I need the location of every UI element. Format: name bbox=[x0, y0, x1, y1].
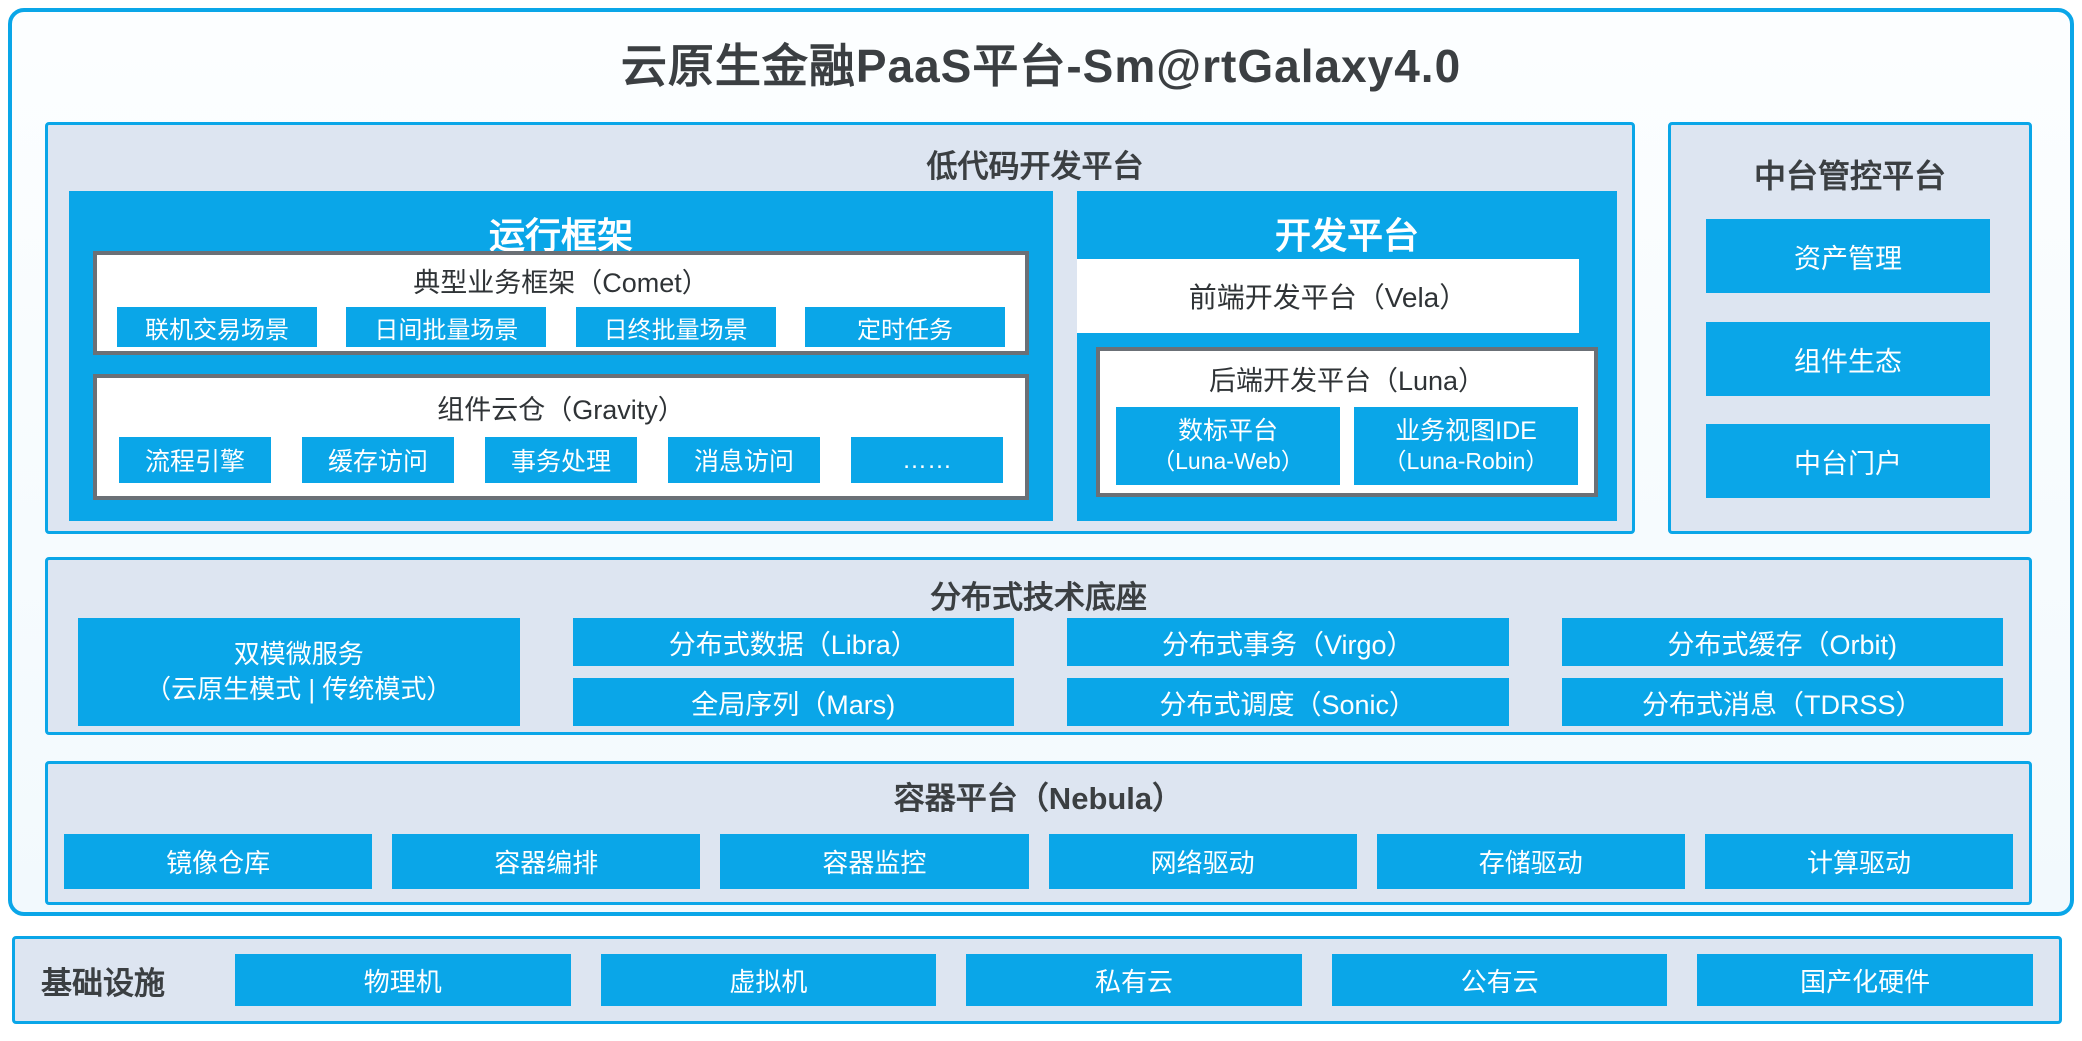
gravity-item: 事务处理 bbox=[485, 437, 637, 483]
comet-item: 联机交易场景 bbox=[117, 307, 317, 347]
container-item: 网络驱动 bbox=[1048, 834, 1357, 889]
lowcode-title: 低代码开发平台 bbox=[926, 149, 1144, 184]
dist-item: 分布式数据（Libra） bbox=[572, 618, 1014, 666]
infrastructure-label: 基础设施 bbox=[41, 965, 165, 1001]
dist-item: 分布式消息（TDRSS） bbox=[1561, 678, 2003, 726]
section-container-platform: 容器平台（Nebula） 镜像仓库 容器编排 容器监控 网络驱动 存储驱动 计算… bbox=[45, 761, 2032, 905]
luna-item-name: 业务视图IDE bbox=[1395, 416, 1537, 445]
runtime-framework-title: 运行框架 bbox=[488, 215, 633, 256]
infra-item: 公有云 bbox=[1331, 954, 1668, 1006]
gravity-item: …… bbox=[851, 437, 1003, 483]
vela-box: 前端开发平台（Vela） bbox=[1077, 259, 1579, 333]
container-item: 容器监控 bbox=[720, 834, 1029, 889]
gravity-item: 消息访问 bbox=[668, 437, 820, 483]
infra-item: 私有云 bbox=[966, 954, 1302, 1006]
section-lowcode-platform: 低代码开发平台 运行框架 典型业务框架（Comet） 联机交易场景 日间批量场景… bbox=[45, 122, 1635, 534]
section-midplatform: 中台管控平台 资产管理 组件生态 中台门户 bbox=[1668, 122, 2032, 534]
gravity-items-row: 流程引擎 缓存访问 事务处理 消息访问 …… bbox=[97, 437, 1025, 483]
luna-item-name: 数标平台 bbox=[1177, 416, 1278, 445]
main-title: 云原生金融PaaS平台-Sm@rtGalaxy4.0 bbox=[620, 40, 1462, 92]
gravity-item: 流程引擎 bbox=[119, 437, 271, 483]
luna-item: 数标平台 （Luna-Web） bbox=[1116, 407, 1340, 485]
luna-items-row: 数标平台 （Luna-Web） 业务视图IDE （Luna-Robin） bbox=[1100, 407, 1594, 485]
dev-platform-title: 开发平台 bbox=[1274, 215, 1419, 256]
dist-item: 全局序列（Mars) bbox=[572, 678, 1014, 726]
container-item: 镜像仓库 bbox=[64, 834, 373, 889]
midplatform-item: 中台门户 bbox=[1706, 424, 1990, 498]
section-infrastructure: 基础设施 物理机 虚拟机 私有云 公有云 国产化硬件 bbox=[12, 936, 2062, 1024]
gravity-box: 组件云仓（Gravity） 流程引擎 缓存访问 事务处理 消息访问 …… bbox=[93, 374, 1029, 500]
infrastructure-items-row: 物理机 虚拟机 私有云 公有云 国产化硬件 bbox=[235, 954, 2033, 1006]
comet-item: 定时任务 bbox=[804, 307, 1005, 347]
dist-item: 分布式缓存（Orbit) bbox=[1561, 618, 2003, 666]
comet-item: 日终批量场景 bbox=[575, 307, 776, 347]
gravity-title: 组件云仓（Gravity） bbox=[437, 395, 685, 425]
dist-item: 分布式事务（Virgo） bbox=[1067, 618, 1509, 666]
dist-item: 分布式调度（Sonic） bbox=[1067, 678, 1509, 726]
luna-item-code: （Luna-Web） bbox=[1152, 448, 1304, 475]
infra-item: 物理机 bbox=[235, 954, 571, 1006]
distributed-grid: 双模微服务 （云原生模式 | 传统模式） 分布式数据（Libra） 分布式事务（… bbox=[78, 618, 2003, 726]
luna-box: 后端开发平台（Luna） 数标平台 （Luna-Web） 业务视图IDE （Lu… bbox=[1096, 347, 1598, 497]
luna-title: 后端开发平台（Luna） bbox=[1208, 366, 1486, 396]
luna-item: 业务视图IDE （Luna-Robin） bbox=[1354, 407, 1578, 485]
luna-item-code: （Luna-Robin） bbox=[1383, 448, 1549, 475]
container-item: 计算驱动 bbox=[1704, 834, 2014, 889]
container-items-row: 镜像仓库 容器编排 容器监控 网络驱动 存储驱动 计算驱动 bbox=[64, 834, 2014, 889]
container-item: 容器编排 bbox=[392, 834, 701, 889]
comet-item: 日间批量场景 bbox=[346, 307, 547, 347]
runtime-framework-panel: 运行框架 典型业务框架（Comet） 联机交易场景 日间批量场景 日终批量场景 … bbox=[69, 191, 1053, 521]
container-item: 存储驱动 bbox=[1376, 834, 1685, 889]
dist-featured-line1: 双模微服务 bbox=[233, 638, 364, 669]
midplatform-title: 中台管控平台 bbox=[1753, 158, 1946, 194]
gravity-item: 缓存访问 bbox=[302, 437, 454, 483]
comet-title: 典型业务框架（Comet） bbox=[413, 268, 709, 298]
dist-dual-mode-microservice: 双模微服务 （云原生模式 | 传统模式） bbox=[78, 618, 520, 726]
comet-box: 典型业务框架（Comet） 联机交易场景 日间批量场景 日终批量场景 定时任务 bbox=[93, 251, 1029, 355]
midplatform-item: 组件生态 bbox=[1706, 322, 1990, 396]
infra-item: 虚拟机 bbox=[600, 954, 937, 1006]
midplatform-item: 资产管理 bbox=[1706, 219, 1990, 293]
comet-items-row: 联机交易场景 日间批量场景 日终批量场景 定时任务 bbox=[97, 307, 1025, 347]
container-platform-title: 容器平台（Nebula） bbox=[893, 781, 1184, 816]
infra-item: 国产化硬件 bbox=[1697, 954, 2033, 1006]
section-distributed-base: 分布式技术底座 双模微服务 （云原生模式 | 传统模式） 分布式数据（Libra… bbox=[45, 557, 2032, 735]
dev-platform-panel: 开发平台 前端开发平台（Vela） 后端开发平台（Luna） 数标平台 （Lun… bbox=[1077, 191, 1617, 521]
dist-featured-line2: （云原生模式 | 传统模式） bbox=[145, 674, 453, 704]
distributed-title: 分布式技术底座 bbox=[930, 580, 1147, 615]
